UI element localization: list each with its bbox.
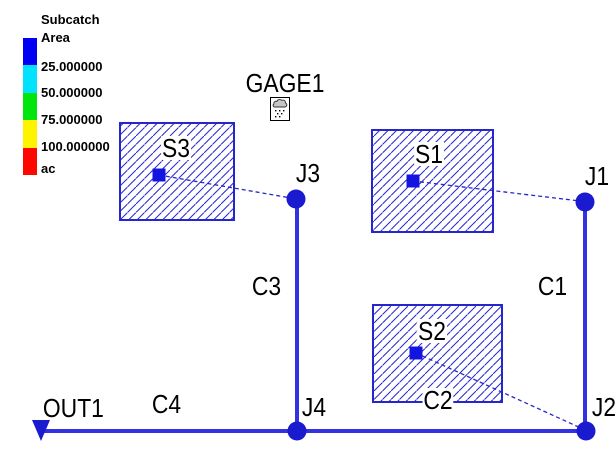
subcatchment-s3-centroid[interactable] — [152, 168, 166, 182]
legend-threshold-25: 25.000000 — [41, 59, 103, 74]
raingage-gage1-label: GAGE1 — [244, 68, 326, 98]
legend-title: Subcatch Area — [41, 11, 100, 47]
legend-units-label: ac — [41, 161, 56, 176]
subcatchment-s2-centroid[interactable] — [409, 346, 423, 360]
legend-threshold-50: 50.000000 — [41, 85, 103, 100]
legend-threshold-100: 100.000000 — [41, 139, 110, 154]
legend-colorbar — [23, 38, 37, 176]
conduit-c2-label: C2 — [422, 385, 454, 415]
raingage-icon[interactable] — [270, 97, 290, 121]
legend-title-line1: Subcatch — [41, 12, 100, 27]
subcatchment-s3-label: S3 — [161, 133, 191, 163]
outfall-out1-marker[interactable] — [32, 420, 50, 441]
legend-title-line2: Area — [41, 30, 70, 45]
junction-j1-node[interactable] — [575, 192, 595, 212]
subcatchment-s1-label: S1 — [414, 139, 444, 169]
junction-j3-label: J3 — [295, 158, 321, 188]
subcatchment-s3-outlet-dash — [158, 174, 292, 199]
legend-color-yellow — [23, 120, 37, 148]
raingage-raindrops-glyph — [275, 110, 285, 118]
raingage-cloud-glyph — [272, 99, 288, 108]
legend-threshold-75: 75.000000 — [41, 112, 103, 127]
subcatchment-s1-outlet-dash — [412, 180, 581, 202]
junction-j2-node[interactable] — [576, 421, 596, 441]
subcatchment-s2-label: S2 — [417, 316, 447, 346]
conduit-c1-label: C1 — [537, 271, 569, 301]
junction-j1-label: J1 — [584, 161, 610, 191]
subcatchment-s2-outlet-dash — [415, 352, 584, 430]
legend-color-red — [23, 147, 37, 176]
junction-j4-node[interactable] — [287, 421, 307, 441]
conduit-c4-label: C4 — [151, 389, 183, 419]
conduit-c3-label: C3 — [251, 271, 283, 301]
junction-j3-node[interactable] — [286, 189, 306, 209]
outfall-out1-label: OUT1 — [42, 393, 105, 423]
subcatch-area-legend[interactable]: Subcatch Area 25.000000 50.000000 75.000… — [0, 0, 130, 190]
legend-color-blue — [23, 38, 37, 66]
subcatchment-s1-centroid[interactable] — [406, 174, 420, 188]
junction-j2-label: J2 — [591, 392, 616, 422]
legend-color-cyan — [23, 65, 37, 93]
junction-j4-label: J4 — [301, 392, 327, 422]
legend-color-green — [23, 92, 37, 121]
